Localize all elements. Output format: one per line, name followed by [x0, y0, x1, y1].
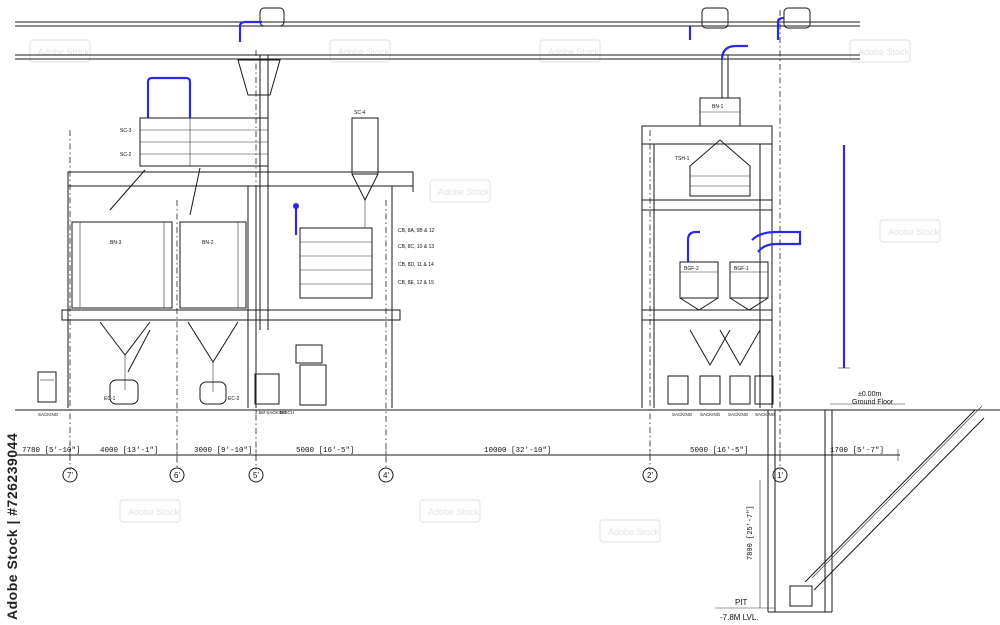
- pit-label: PIT: [735, 598, 748, 607]
- dim-label-4: 5000 [16'-5"]: [296, 447, 355, 455]
- pit-section: [767, 405, 985, 613]
- top-drive-right-2: [783, 7, 811, 29]
- tag-ec2: EC-2: [228, 396, 240, 402]
- tag-left-1: SC-3: [120, 128, 132, 134]
- tag-conv-2: CB, 8C, 10 & 13: [398, 244, 434, 250]
- top-drive-right-1: [701, 7, 729, 29]
- watermark-text: Adobe Stock: [438, 187, 490, 197]
- dimension-line: [15, 449, 900, 461]
- grid-label-7: 7': [67, 471, 73, 480]
- tag-station-7: SACKING: [755, 412, 776, 417]
- bin-a: [71, 221, 173, 309]
- tag-r2: BGF-2: [684, 266, 699, 272]
- tag-r1: BGF-1: [734, 266, 749, 272]
- tag-hopper: BN-1: [712, 104, 724, 110]
- watermark-text: Adobe Stock: [38, 47, 90, 57]
- dim-label-3: 3000 [9'-10"]: [194, 447, 253, 455]
- twin-bin-right: [729, 261, 769, 299]
- watermark-text: Adobe Stock: [858, 47, 910, 57]
- roof-lines: [15, 21, 860, 60]
- bagging-machine-2: [199, 381, 227, 405]
- grid-lines: [69, 10, 781, 470]
- tag-mid: SC-4: [354, 110, 366, 116]
- ground-level-value: ±0.00m: [858, 391, 881, 398]
- twin-bin-left: [679, 261, 719, 299]
- dim-label-7: 1700 [5'-7"]: [830, 447, 884, 455]
- top-drive-left: [259, 7, 285, 27]
- tag-bin-b: BN-2: [202, 240, 214, 246]
- tag-station-6: SACKING: [728, 412, 749, 417]
- dim-label-2: 4000 [13'-1"]: [100, 447, 159, 455]
- sifter: [689, 139, 751, 197]
- watermark-text: Adobe Stock: [608, 527, 660, 537]
- dim-label-6: 5000 [16'-5"]: [690, 447, 749, 455]
- tag-station-3: SACKING: [38, 412, 59, 417]
- grid-label-4: 4': [383, 471, 389, 480]
- pit-pump: [789, 585, 813, 607]
- grid-label-2: 2': [647, 471, 653, 480]
- silo-right: [351, 117, 379, 175]
- pit-depth-label: 7800 [25'-7"]: [747, 505, 755, 560]
- tag-conv-3: CB, 8D, 11 & 14: [398, 262, 434, 268]
- tag-ec: EC-1: [104, 396, 116, 402]
- dim-label-1: 7780 [5'-10"]: [22, 447, 81, 455]
- tag-bin-a: BN-3: [110, 240, 122, 246]
- watermark-text: Adobe Stock: [548, 47, 600, 57]
- watermark-pattern: Adobe Stock Adobe Stock Adobe Stock Adob…: [29, 39, 941, 543]
- tag-station-4: SACKING: [672, 412, 693, 417]
- grid-label-6: 6': [174, 471, 180, 480]
- watermark-text: Adobe Stock: [128, 507, 180, 517]
- ground-level-label: Ground Floor: [852, 399, 894, 406]
- tag-station-1: 2.5M SACKING: [255, 410, 287, 415]
- tag-left-2: SC-2: [120, 152, 132, 158]
- pit-level: -7.8M LVL.: [720, 613, 759, 622]
- tag-conv-4: CB, 8E, 12 & 15: [398, 280, 434, 286]
- tag-sifter: TSH-1: [675, 156, 690, 162]
- bagging-machine-1: [109, 379, 139, 405]
- right-structure: [641, 7, 850, 408]
- bin-b: [179, 221, 247, 309]
- dim-label-5: 10000 [32'-10"]: [484, 447, 552, 455]
- tag-station-2: DISCH: [280, 410, 294, 415]
- watermark-text: Adobe Stock: [888, 227, 940, 237]
- grid-label-5: 5': [253, 471, 259, 480]
- station-left: [37, 371, 57, 403]
- grid-label-1: 1': [777, 471, 783, 480]
- tag-conv-1: CB, 8A, 9B & 12: [398, 228, 435, 234]
- watermark-text: Adobe Stock: [428, 507, 480, 517]
- ground-line: [15, 403, 1000, 411]
- stock-caption: Adobe Stock | #726239044: [4, 432, 20, 620]
- watermark-text: Adobe Stock: [338, 47, 390, 57]
- left-structure: [37, 7, 414, 408]
- grid-bubbles: [62, 467, 788, 483]
- tag-station-5: SACKING: [700, 412, 721, 417]
- conveyor-stack: [299, 227, 373, 299]
